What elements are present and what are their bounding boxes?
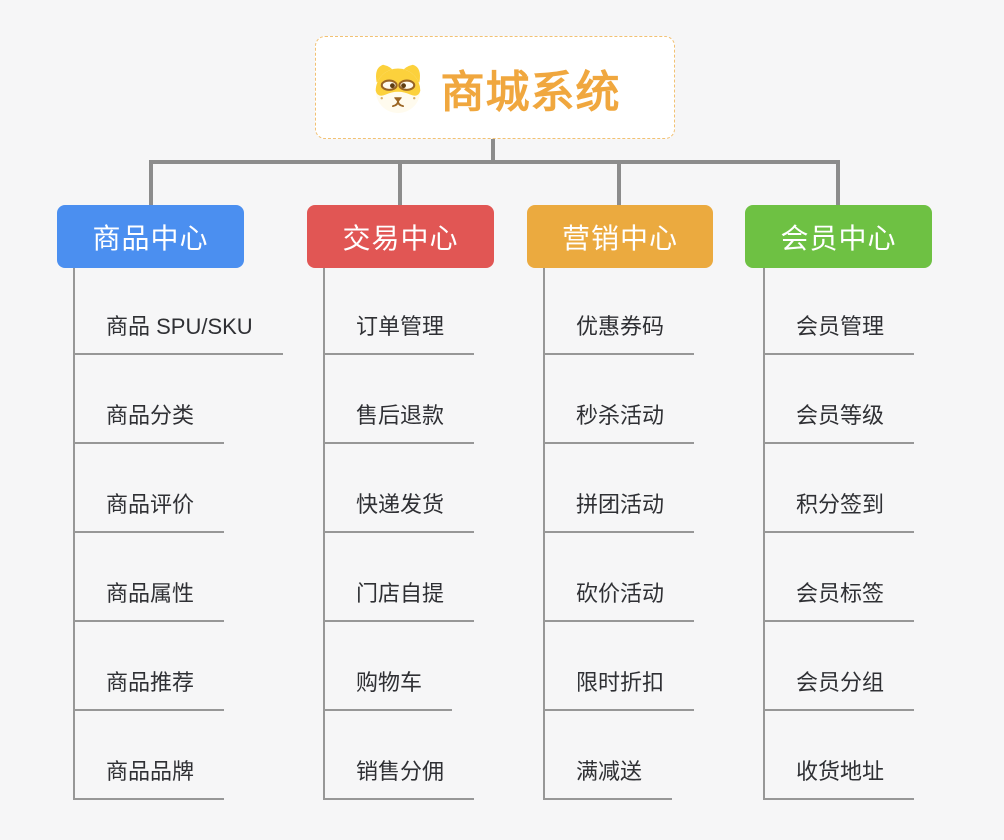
branch-item[interactable]: 订单管理 <box>323 312 475 355</box>
branch-node-product-center[interactable]: 商品中心 <box>57 205 244 268</box>
root-node-mall-system[interactable]: 商城系统 <box>315 36 675 139</box>
branch-item[interactable]: 满减送 <box>543 757 673 800</box>
branch-item[interactable]: 会员分组 <box>763 668 915 711</box>
branch-item[interactable]: 快递发货 <box>323 490 475 533</box>
connector-drop-marketing <box>617 160 621 205</box>
branch-item[interactable]: 会员等级 <box>763 401 915 444</box>
branch-items-marketing: 优惠券码秒杀活动拼团活动砍价活动限时折扣满减送 <box>543 268 773 800</box>
connector-drop-product <box>149 160 153 205</box>
branch-item[interactable]: 秒杀活动 <box>543 401 695 444</box>
branch-item[interactable]: 收货地址 <box>763 757 915 800</box>
branch-item[interactable]: 销售分佣 <box>323 757 475 800</box>
branch-item[interactable]: 商品品牌 <box>73 757 225 800</box>
branch-item[interactable]: 商品属性 <box>73 579 225 622</box>
branch-item[interactable]: 商品分类 <box>73 401 225 444</box>
branch-item[interactable]: 优惠券码 <box>543 312 695 355</box>
dog-icon <box>375 64 420 113</box>
branch-node-trade-center[interactable]: 交易中心 <box>307 205 494 268</box>
connector-root-stem <box>491 139 495 162</box>
branch-node-marketing-center[interactable]: 营销中心 <box>527 205 713 268</box>
branch-item[interactable]: 积分签到 <box>763 490 915 533</box>
connector-drop-trade <box>398 160 402 205</box>
connector-drop-member <box>836 160 840 205</box>
branch-item[interactable]: 限时折扣 <box>543 668 695 711</box>
branch-items-member: 会员管理会员等级积分签到会员标签会员分组收货地址 <box>763 268 993 800</box>
branch-item[interactable]: 门店自提 <box>323 579 475 622</box>
branch-item[interactable]: 砍价活动 <box>543 579 695 622</box>
branch-items-trade: 订单管理售后退款快递发货门店自提购物车销售分佣 <box>323 268 553 800</box>
branch-items-product: 商品 SPU/SKU 商品分类商品评价商品属性商品推荐商品品牌 <box>73 268 303 800</box>
branch-item[interactable]: 商品评价 <box>73 490 225 533</box>
branch-node-member-center[interactable]: 会员中心 <box>745 205 932 268</box>
branch-item[interactable]: 商品推荐 <box>73 668 225 711</box>
branch-item[interactable]: 拼团活动 <box>543 490 695 533</box>
branch-item[interactable]: 购物车 <box>323 668 453 711</box>
branch-item[interactable]: 会员管理 <box>763 312 915 355</box>
branch-item[interactable]: 会员标签 <box>763 579 915 622</box>
branch-item[interactable]: 商品 SPU/SKU <box>73 312 283 355</box>
branch-item[interactable]: 售后退款 <box>323 401 475 444</box>
connector-rail <box>149 160 840 164</box>
root-title: 商城系统 <box>440 67 621 117</box>
